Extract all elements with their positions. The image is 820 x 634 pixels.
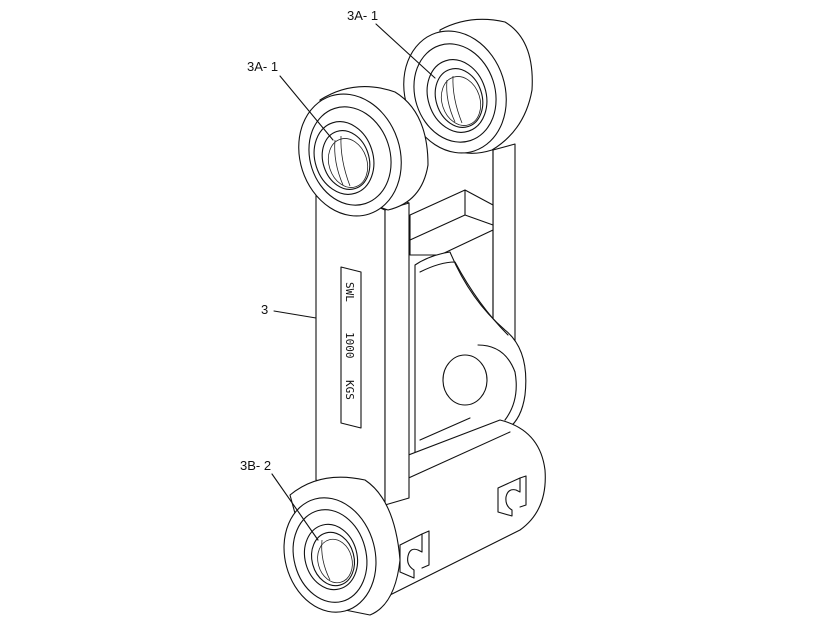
leader-lines	[271, 23, 436, 541]
callout-top-right: 3A- 1	[347, 8, 378, 23]
cross-brace	[409, 189, 494, 256]
leader-top-right	[375, 23, 436, 79]
callout-bottom: 3B- 2	[240, 458, 271, 473]
center-web	[414, 251, 527, 461]
plate-text-line3: KGS	[343, 380, 356, 400]
callout-labels: 3A- 1 3A- 1 3 3B- 2	[240, 8, 378, 473]
top-left-boss	[298, 86, 429, 217]
leader-top-left	[279, 75, 334, 141]
top-right-boss	[403, 18, 533, 154]
leader-body	[273, 310, 317, 319]
capacity-plate: SWL 1000 KGS	[340, 266, 362, 429]
callout-body: 3	[261, 302, 268, 317]
front-link-plate	[315, 172, 410, 506]
callout-top-left: 3A- 1	[247, 59, 278, 74]
plate-text-line1: SWL	[343, 282, 356, 302]
bottom-boss	[283, 476, 401, 616]
leader-bottom	[271, 473, 319, 541]
plate-text-line2: 1000	[343, 332, 356, 359]
